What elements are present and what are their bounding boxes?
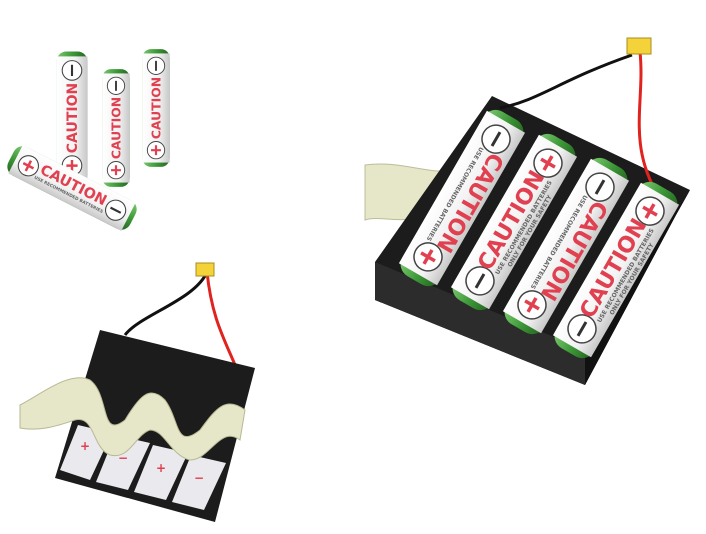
red-wire [205,271,240,373]
plus-mark: + [80,439,90,453]
loaded-battery-holder: CAUTION USE RECOMMENDED BATTERIES CAUTIO… [364,37,690,385]
loose-battery: CAUTION [141,48,171,168]
battery-label: CAUTION [148,77,163,139]
minus-mark: − [194,471,204,485]
battery-label: CAUTION [65,83,81,153]
red-wire [637,51,657,191]
loose-batteries: CAUTION CAUTION CAUTION CAUTION USE RECO… [2,48,171,235]
connector-plug [626,37,652,55]
holder-ribbon [19,377,246,461]
loose-battery: CAUTION [55,50,89,186]
plus-mark: + [156,461,166,475]
battery-label: CAUTION [108,97,123,159]
minus-mark: − [118,451,128,465]
black-wire [499,53,633,110]
black-wire [123,271,209,336]
connector-plug [195,262,215,277]
open-battery-holder: + − + − [19,262,255,522]
loose-battery: CAUTION [101,68,131,188]
